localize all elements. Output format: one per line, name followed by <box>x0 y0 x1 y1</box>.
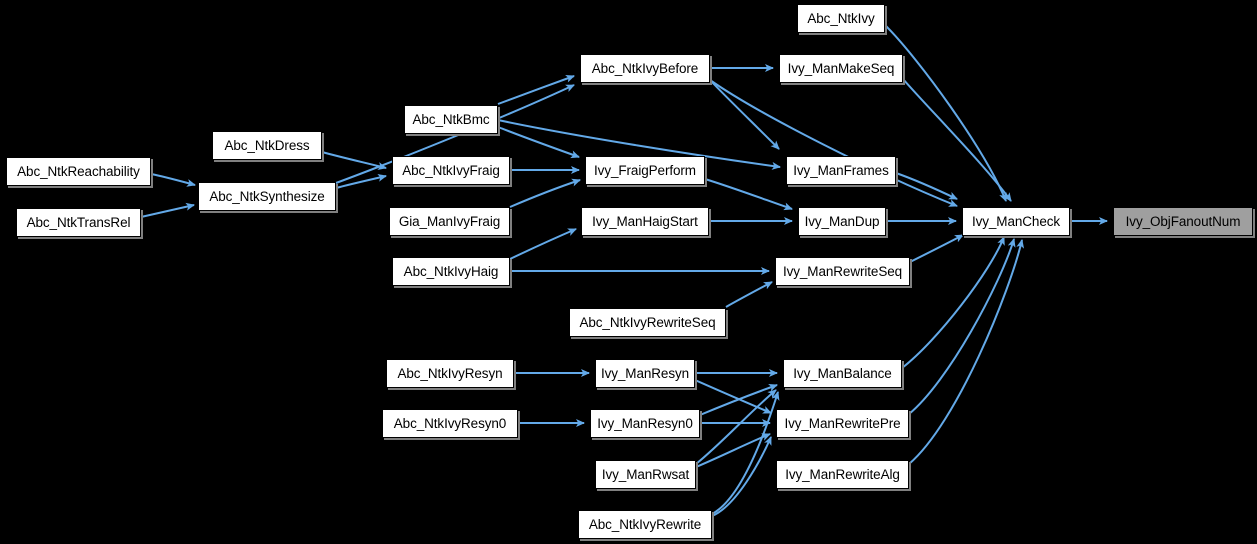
graph-edge-ivy_fraigperform-to-ivy_mandup <box>704 178 793 211</box>
graph-node-label: Ivy_ManDup <box>804 213 880 229</box>
graph-node-abc_ntkreachability[interactable]: Abc_NtkReachability <box>6 157 151 186</box>
graph-node-label: Ivy_FraigPerform <box>594 162 696 178</box>
graph-node-label: Abc_NtkIvyBefore <box>591 60 699 76</box>
graph-edge-abc_ntkivyhaig-to-ivy_manhaigstart <box>509 228 577 260</box>
graph-edge-abc_ntkivybefore-to-ivy_manframes <box>709 79 780 150</box>
graph-node-label: Abc_NtkIvyHaig <box>403 263 499 279</box>
graph-node-label: Abc_NtkTransRel <box>26 214 131 230</box>
graph-edge-abc_ntktransrel-to-abc_ntksynthesize <box>140 202 195 218</box>
graph-node-label: Ivy_ManResyn <box>600 365 690 381</box>
graph-node-ivy_manhaigstart[interactable]: Ivy_ManHaigStart <box>581 207 709 236</box>
graph-node-label: Ivy_ManFrames <box>793 162 889 178</box>
graph-node-ivy_manmakeseq[interactable]: Ivy_ManMakeSeq <box>779 54 903 83</box>
graph-node-abc_ntkdress[interactable]: Abc_NtkDress <box>212 131 322 160</box>
graph-node-label: Abc_NtkIvyRewriteSeq <box>579 314 716 330</box>
graph-node-ivy_fraigperform[interactable]: Ivy_FraigPerform <box>585 156 705 185</box>
graph-node-abc_ntktransrel[interactable]: Abc_NtkTransRel <box>16 208 141 237</box>
graph-node-ivy_objfanoutnum[interactable]: Ivy_ObjFanoutNum <box>1113 207 1253 236</box>
graph-node-ivy_manframes[interactable]: Ivy_ManFrames <box>786 156 896 185</box>
graph-edge-gia_manivyfraig-to-ivy_fraigperform <box>509 178 581 208</box>
graph-edge-ivy_manframes-to-ivy_mancheck <box>895 172 958 200</box>
graph-node-abc_ntkivybefore[interactable]: Abc_NtkIvyBefore <box>580 54 710 83</box>
graph-edge-abc_ntkbmc-to-ivy_manframes <box>497 119 781 170</box>
graph-node-label: Ivy_ManRewritePre <box>784 415 901 431</box>
graph-edge-ivy_manresyn0-to-ivy_manbalance <box>699 383 778 416</box>
graph-node-ivy_manresyn0[interactable]: Ivy_ManResyn0 <box>590 409 700 438</box>
graph-node-label: Ivy_ManRewriteSeq <box>782 263 903 279</box>
graph-edge-abc_ntkivyrewrite-to-ivy_manrewritepre <box>711 436 772 517</box>
graph-node-label: Ivy_ManBalance <box>793 365 892 381</box>
graph-node-ivy_manbalance[interactable]: Ivy_ManBalance <box>783 359 902 388</box>
graph-edge-abc_ntkreachability-to-abc_ntksynthesize <box>150 173 196 187</box>
graph-node-label: Abc_NtkDress <box>224 137 310 153</box>
graph-node-label: Abc_NtkIvyResyn0 <box>393 415 507 431</box>
graph-edge-ivy_manrewriteseq-to-ivy_mancheck <box>909 234 964 263</box>
graph-edge-abc_ntksynthesize-to-abc_ntkivyfraig <box>335 173 387 189</box>
graph-edge-abc_ntkivyrewrite-to-ivy_manbalance <box>711 391 780 515</box>
graph-node-label: Abc_NtkIvy <box>807 10 875 26</box>
graph-node-ivy_manrewritealg[interactable]: Ivy_ManRewriteAlg <box>776 460 909 489</box>
graph-node-label: Gia_ManIvyFraig <box>398 213 501 229</box>
graph-node-label: Ivy_ManRwsat <box>601 466 690 482</box>
graph-node-abc_ntkivyrewriteseq[interactable]: Abc_NtkIvyRewriteSeq <box>569 308 726 337</box>
graph-node-ivy_manrewritepre[interactable]: Ivy_ManRewritePre <box>776 409 909 438</box>
graph-node-label: Ivy_ManHaigStart <box>592 213 698 229</box>
graph-node-label: Abc_NtkReachability <box>17 163 140 179</box>
graph-node-label: Abc_NtkBmc <box>412 111 490 127</box>
graph-node-ivy_mancheck[interactable]: Ivy_ManCheck <box>962 207 1070 236</box>
graph-node-abc_ntkivyhaig[interactable]: Abc_NtkIvyHaig <box>392 257 510 286</box>
graph-node-label: Ivy_ManCheck <box>971 213 1061 229</box>
graph-node-gia_manivyfraig[interactable]: Gia_ManIvyFraig <box>389 207 510 236</box>
graph-node-label: Abc_NtkIvyFraig <box>402 162 500 178</box>
graph-node-abc_ntkivyfraig[interactable]: Abc_NtkIvyFraig <box>392 156 510 185</box>
graph-node-ivy_mandup[interactable]: Ivy_ManDup <box>798 207 886 236</box>
graph-edge-abc_ntkbmc-to-ivy_fraigperform <box>497 126 580 159</box>
graph-edge-abc_ntksynthesize-to-abc_ntkivybefore <box>335 84 575 184</box>
graph-node-ivy_manrewriteseq[interactable]: Ivy_ManRewriteSeq <box>775 257 910 286</box>
graph-edge-ivy_manbalance-to-ivy_mancheck <box>901 236 1005 369</box>
graph-edge-ivy_manresyn-to-ivy_manrewritepre <box>694 379 772 414</box>
graph-edge-abc_ntkdress-to-abc_ntkivyfraig <box>321 151 387 170</box>
graph-edge-ivy_manmakeseq-to-ivy_mancheck <box>902 78 1012 202</box>
graph-node-abc_ntkivyresyn[interactable]: Abc_NtkIvyResyn <box>386 359 514 388</box>
graph-node-label: Ivy_ManMakeSeq <box>787 60 895 76</box>
graph-edge-abc_ntkivybefore-to-ivy_mancheck <box>709 79 958 207</box>
graph-node-abc_ntkivyrewrite[interactable]: Abc_NtkIvyRewrite <box>578 510 712 539</box>
graph-edge-ivy_manrwsat-to-ivy_manbalance <box>695 389 777 465</box>
graph-node-label: Abc_NtkIvyRewrite <box>588 516 702 532</box>
graph-node-label: Ivy_ObjFanoutNum <box>1125 213 1241 229</box>
graph-edge-abc_ntkivyrewriteseq-to-ivy_manrewriteseq <box>725 281 773 308</box>
graph-edge-abc_ntkbmc-to-abc_ntkivybefore <box>497 74 575 105</box>
graph-node-abc_ntksynthesize[interactable]: Abc_NtkSynthesize <box>198 182 336 211</box>
graph-node-ivy_manresyn[interactable]: Ivy_ManResyn <box>595 359 695 388</box>
graph-edge-abc_ntkivy-to-ivy_mancheck <box>884 24 1007 202</box>
graph-node-label: Abc_NtkIvyResyn <box>397 365 503 381</box>
graph-edge-ivy_manrewritealg-to-ivy_mancheck <box>908 239 1025 465</box>
graph-node-label: Ivy_ManRewriteAlg <box>785 466 900 482</box>
graph-node-abc_ntkbmc[interactable]: Abc_NtkBmc <box>404 105 498 134</box>
graph-node-ivy_manrwsat[interactable]: Ivy_ManRwsat <box>595 460 696 489</box>
graph-node-label: Ivy_ManResyn0 <box>597 415 693 431</box>
graph-node-abc_ntkivyresyn0[interactable]: Abc_NtkIvyResyn0 <box>382 409 518 438</box>
graph-edge-ivy_manrewritepre-to-ivy_mancheck <box>908 238 1016 415</box>
graph-node-label: Abc_NtkSynthesize <box>209 188 325 204</box>
graph-node-abc_ntkivy[interactable]: Abc_NtkIvy <box>797 4 885 33</box>
